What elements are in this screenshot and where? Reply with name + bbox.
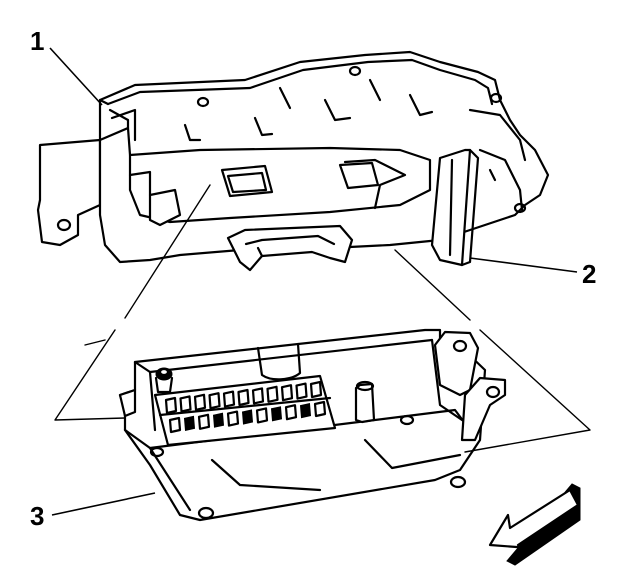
connector-terminal <box>197 413 211 430</box>
connector-terminal <box>266 385 279 403</box>
connector-terminal <box>222 390 236 408</box>
connector-terminal <box>226 410 240 427</box>
callout-label-2: 2 <box>582 259 596 289</box>
mounting-bracket <box>36 50 550 272</box>
connector-terminal <box>164 396 178 415</box>
callout-label-3: 3 <box>30 501 44 531</box>
connector-terminal <box>313 400 327 418</box>
connector-terminal <box>237 388 250 407</box>
connector-terminal <box>309 380 323 399</box>
front-direction-arrow-icon <box>488 483 581 566</box>
connector-terminal <box>208 392 221 410</box>
connector-terminal <box>241 409 254 425</box>
connector-terminal <box>299 402 312 419</box>
connector-terminal <box>183 415 196 432</box>
callout-1: 1 <box>30 26 103 106</box>
connector-terminal <box>255 407 269 424</box>
connector-terminal <box>284 404 298 421</box>
connector-terminal <box>168 416 182 434</box>
connector-block <box>153 374 337 447</box>
callout-label-1: 1 <box>30 26 44 56</box>
callout-3: 3 <box>30 492 156 531</box>
guide-lines <box>54 184 591 453</box>
connector-terminal <box>280 384 294 402</box>
connector-terminal <box>179 395 192 413</box>
callout-2: 2 <box>469 257 596 289</box>
connector-terminal <box>295 382 308 400</box>
connector-terminal <box>270 406 283 422</box>
connector-terminal <box>193 393 207 411</box>
connector-terminal <box>251 387 265 405</box>
connector-terminal <box>212 412 225 428</box>
